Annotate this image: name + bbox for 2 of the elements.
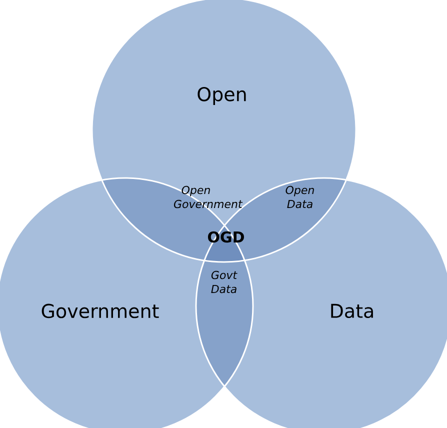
region-label: Open Data — [286, 186, 314, 208]
region-label: Govt Data — [211, 270, 238, 294]
